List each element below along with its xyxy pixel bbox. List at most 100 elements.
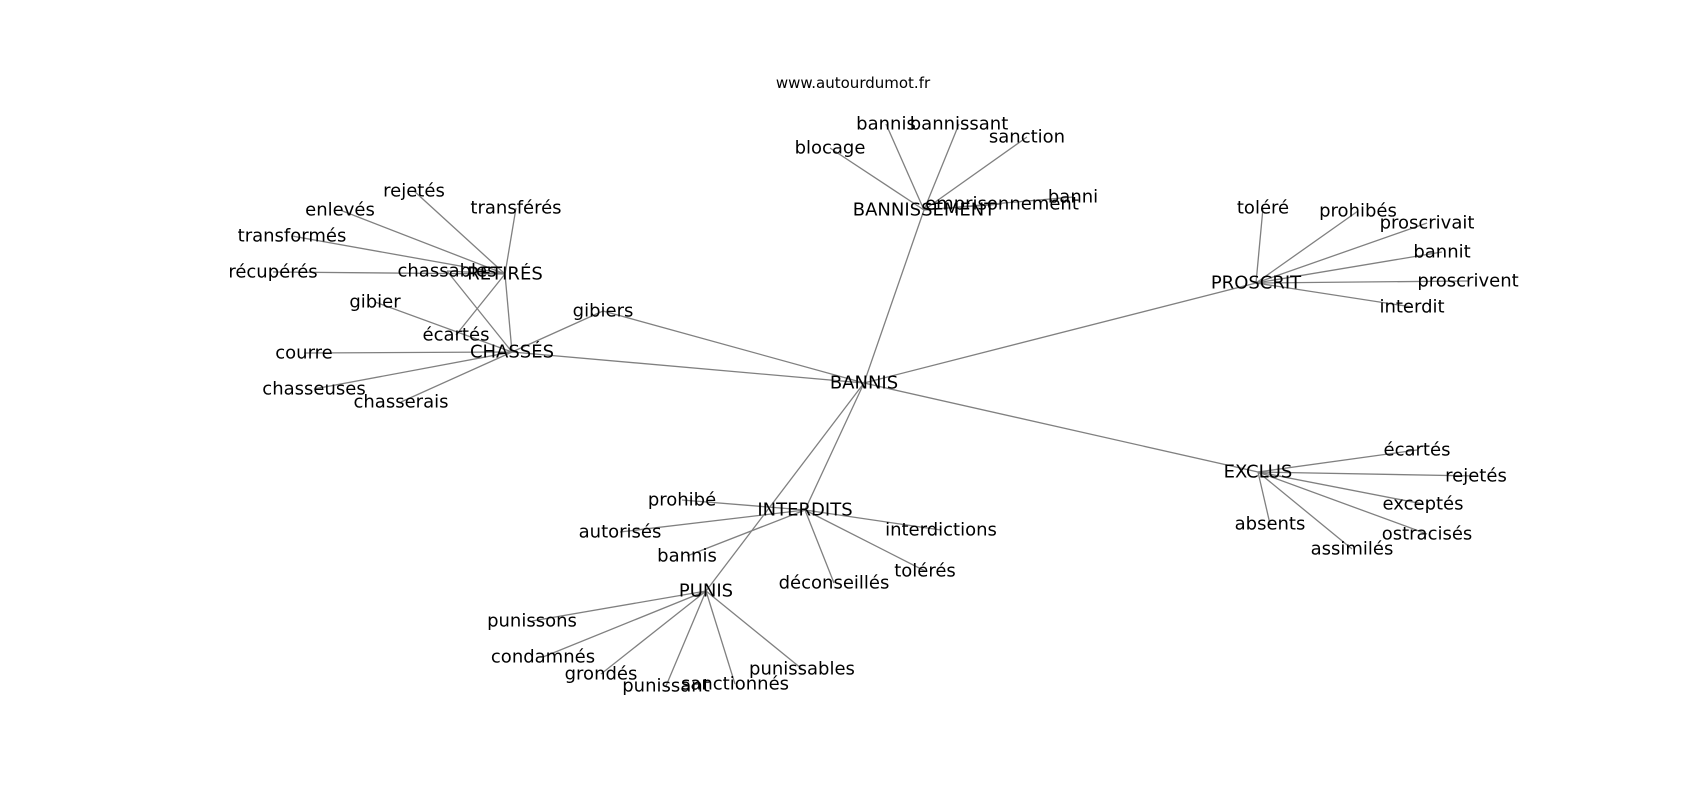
node-tolerees: tolérés xyxy=(894,561,956,582)
node-punis: PUNIS xyxy=(679,581,733,602)
node-bannit: bannit xyxy=(1413,242,1470,263)
edge-proscrit-prohibes xyxy=(1255,210,1359,284)
edge-bannis_center-chasses xyxy=(511,351,865,384)
edge-punis-grondes xyxy=(600,590,707,675)
edge-proscrit-bannit xyxy=(1255,251,1443,284)
edge-chasses-gibiers xyxy=(511,310,604,353)
edge-retires-recuperes xyxy=(272,271,506,275)
edge-bannis_center-bannissement xyxy=(863,209,925,384)
edge-proscrit-proscrivent xyxy=(1255,280,1469,284)
node-chasses: CHASSÉS xyxy=(470,341,554,363)
edge-punis-punissables xyxy=(705,590,803,670)
edge-interdits-autorises xyxy=(619,509,806,533)
edge-punis-punissons xyxy=(531,590,707,622)
node-absents: absents xyxy=(1235,514,1306,535)
node-courre: courre xyxy=(275,343,332,364)
node-blocage: blocage xyxy=(795,138,866,159)
edge-proscrit-tolere xyxy=(1255,207,1264,284)
node-rejetes-1: rejetés xyxy=(383,181,445,202)
node-bannissant: bannissant xyxy=(910,114,1009,135)
graph-edges xyxy=(272,123,1477,687)
edge-bannis_center-gibiers xyxy=(602,310,865,384)
edge-proscrit-interdit xyxy=(1255,282,1413,308)
node-recuperes: récupérés xyxy=(228,262,317,283)
node-tolere: toléré xyxy=(1237,198,1289,219)
edge-punis-condamnes xyxy=(542,590,707,658)
node-assimiles: assimilés xyxy=(1311,539,1394,560)
edge-exclus-rejetes_2 xyxy=(1257,471,1477,477)
edge-interdits-tolerees xyxy=(804,509,926,572)
node-prohibes: prohibés xyxy=(1319,201,1397,222)
node-autorises: autorisés xyxy=(579,522,662,543)
node-chasseuses: chasseuses xyxy=(262,379,365,400)
node-proscrivent: proscrivent xyxy=(1417,271,1518,292)
edge-retires-enleves xyxy=(339,209,506,275)
node-gibier: gibier xyxy=(349,292,401,313)
edge-bannissement-bannissant xyxy=(923,123,960,211)
node-exclus: EXCLUS xyxy=(1224,462,1293,483)
node-punissant: punissant xyxy=(622,676,710,697)
node-bannissement: BANNISSEMENT xyxy=(853,200,996,221)
node-bannis-small: bannis xyxy=(856,114,916,135)
edge-interdits-prohibe xyxy=(681,499,806,511)
node-interdits: INTERDITS xyxy=(757,500,852,521)
edge-punis-sanctionnes xyxy=(705,590,736,685)
edge-exclus-absents xyxy=(1257,471,1271,525)
edge-interdits-interdictions xyxy=(804,509,942,531)
edge-chasses-chassables xyxy=(446,270,513,353)
node-interdictions: interdictions xyxy=(885,520,997,541)
node-transferes: transférés xyxy=(470,198,561,219)
node-transformes: transformés xyxy=(238,226,347,247)
edge-punis-punissant xyxy=(665,590,707,687)
edge-bannis_center-punis xyxy=(705,382,865,592)
edge-bannis_center-proscrit xyxy=(863,282,1257,384)
edge-bannissement-blocage xyxy=(829,147,925,211)
edge-retires-transferes xyxy=(504,207,517,275)
edge-retires-chassables xyxy=(446,270,506,275)
edge-exclus-ostracises xyxy=(1257,471,1428,535)
node-ecartes-1: écartés xyxy=(423,325,490,346)
node-deconseilles: déconseillés xyxy=(779,573,890,594)
edge-bannis_center-exclus xyxy=(863,382,1259,473)
node-gibiers: gibiers xyxy=(573,301,634,322)
edge-exclus-assimiles xyxy=(1257,471,1353,550)
node-bannis-center: BANNIS xyxy=(830,373,898,394)
node-rejetes-2: rejetés xyxy=(1445,466,1507,487)
watermark-text: www.autourdumot.fr xyxy=(776,74,931,92)
node-punissons: punissons xyxy=(487,611,577,632)
edge-bannis_center-interdits xyxy=(804,382,865,511)
node-retires: RETIRÉS xyxy=(467,263,543,285)
node-emprisonnement: emprisonnement xyxy=(925,194,1079,215)
node-grondes: grondés xyxy=(565,664,638,685)
node-banni: banni xyxy=(1048,187,1098,208)
edge-bannissement-bannis_small xyxy=(885,123,925,211)
node-ecartes-2: écartés xyxy=(1384,440,1451,461)
node-chasserais: chasserais xyxy=(354,392,449,413)
node-interdit: interdit xyxy=(1379,297,1444,318)
edge-bannissement-banni xyxy=(923,196,1074,211)
edge-chasses-chasseuses xyxy=(313,351,513,390)
edge-bannissement-sanction xyxy=(923,136,1028,211)
node-sanctionnes: sanctionnés xyxy=(681,674,789,695)
node-sanction: sanction xyxy=(989,127,1065,148)
edge-interdits-bannis_interdits xyxy=(686,509,806,557)
edge-retires-chasses xyxy=(504,273,513,353)
edge-retires-ecartes_1 xyxy=(455,273,506,336)
node-exceptes: exceptés xyxy=(1383,494,1464,515)
edge-exclus-ecartes_2 xyxy=(1257,449,1418,473)
edge-chasses-gibier xyxy=(374,301,513,353)
node-ostracises: ostracisés xyxy=(1382,524,1473,545)
edge-retires-transformes xyxy=(291,235,506,275)
edge-interdits-deconseilles xyxy=(804,509,835,584)
graph-labels: www.autourdumot.fr BANNIS BANNISSEMENT RET… xyxy=(228,74,1518,697)
edge-chasses-courre xyxy=(303,351,513,354)
edge-chasses-chasserais xyxy=(400,351,513,403)
node-prohibe: prohibé xyxy=(648,490,716,511)
edge-retires-rejetes_1 xyxy=(413,190,506,275)
node-chassables: chassables xyxy=(398,261,497,282)
node-punissables: punissables xyxy=(749,659,855,680)
node-proscrivait: proscrivait xyxy=(1380,213,1475,234)
node-bannis-interdits: bannis xyxy=(657,546,717,567)
edge-exclus-exceptes xyxy=(1257,471,1424,505)
